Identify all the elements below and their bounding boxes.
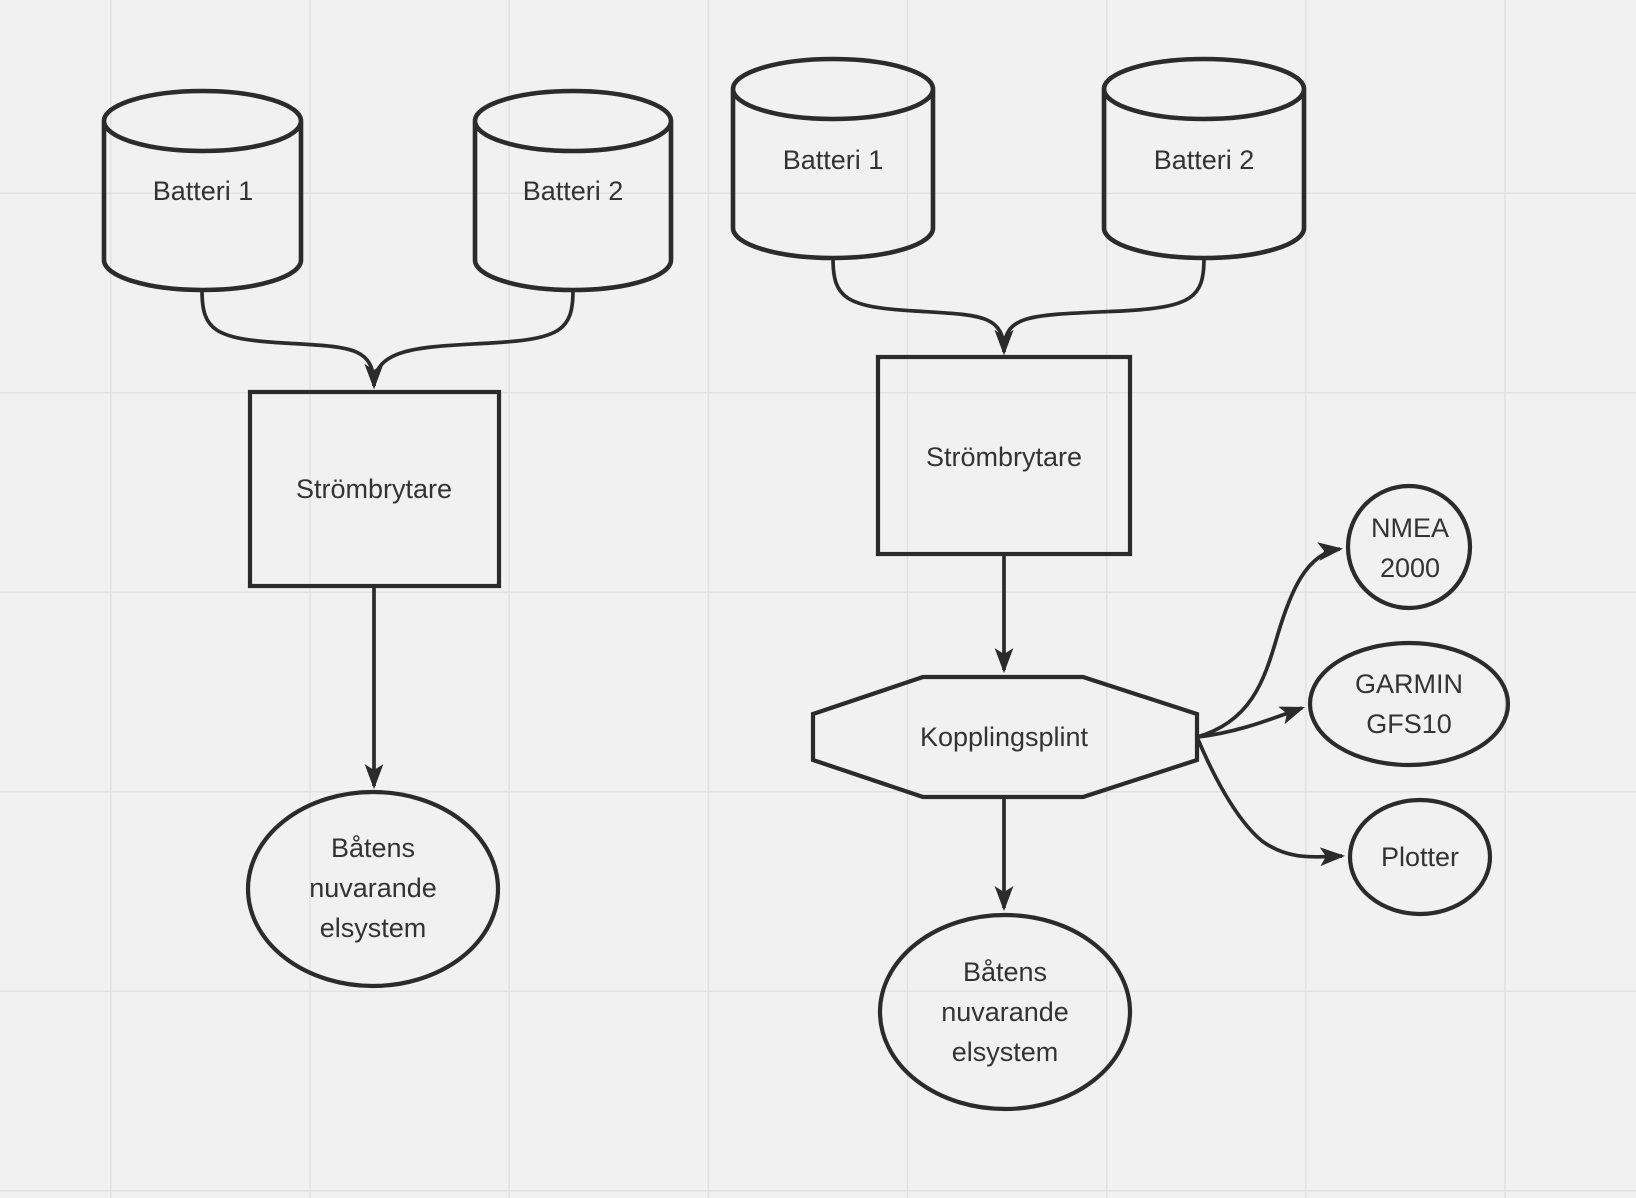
label-line: elsystem bbox=[319, 913, 427, 943]
label-line: NMEA bbox=[1370, 513, 1450, 543]
edge-terminal-to-garmin[interactable] bbox=[1196, 706, 1305, 739]
label-system-right: Båtens nuvarande elsystem bbox=[941, 952, 1069, 1072]
edge-terminal-to-nmea2000[interactable] bbox=[1196, 542, 1344, 739]
node-battery2-left[interactable] bbox=[472, 88, 674, 293]
label-battery2-right: Batteri 2 bbox=[1153, 145, 1255, 175]
label-line: GFS10 bbox=[1366, 709, 1452, 739]
node-garmin-gfs10[interactable] bbox=[1307, 640, 1511, 768]
label-garmin-gfs10: GARMIN GFS10 bbox=[1355, 664, 1463, 744]
label-switch-right: Strömbrytare bbox=[925, 442, 1083, 472]
label-nmea2000: NMEA 2000 bbox=[1371, 508, 1449, 588]
edge-battery1-to-switch-left[interactable] bbox=[200, 289, 384, 390]
node-battery2-right[interactable] bbox=[1101, 56, 1307, 261]
label-battery1-right: Batteri 1 bbox=[782, 145, 884, 175]
label-switch-left: Strömbrytare bbox=[295, 474, 453, 504]
node-battery1-left[interactable] bbox=[101, 88, 304, 293]
label-line: GARMIN bbox=[1355, 669, 1463, 699]
node-system-left[interactable] bbox=[245, 789, 501, 989]
label-line: nuvarande bbox=[941, 997, 1069, 1027]
node-terminal-block[interactable] bbox=[810, 674, 1200, 800]
node-nmea2000[interactable] bbox=[1345, 483, 1473, 611]
node-plotter[interactable] bbox=[1347, 797, 1493, 917]
label-line: 2000 bbox=[1379, 553, 1441, 583]
node-battery1-right[interactable] bbox=[730, 56, 936, 261]
label-plotter: Plotter bbox=[1380, 842, 1460, 872]
label-line: Båtens bbox=[330, 833, 416, 863]
label-line: Båtens bbox=[962, 957, 1048, 987]
label-battery2-left: Batteri 2 bbox=[522, 176, 624, 206]
edge-battery2-to-switch-right[interactable] bbox=[994, 257, 1206, 356]
edge-battery1-to-switch-right[interactable] bbox=[831, 257, 1014, 356]
label-terminal-block: Kopplingsplint bbox=[919, 722, 1089, 752]
node-system-right[interactable] bbox=[877, 912, 1133, 1112]
edge-terminal-to-plotter[interactable] bbox=[1195, 736, 1346, 867]
edge-battery2-to-switch-left[interactable] bbox=[364, 289, 575, 390]
label-line: elsystem bbox=[951, 1037, 1059, 1067]
label-system-left: Båtens nuvarande elsystem bbox=[309, 828, 437, 948]
label-battery1-left: Batteri 1 bbox=[152, 176, 254, 206]
label-line: nuvarande bbox=[309, 873, 437, 903]
